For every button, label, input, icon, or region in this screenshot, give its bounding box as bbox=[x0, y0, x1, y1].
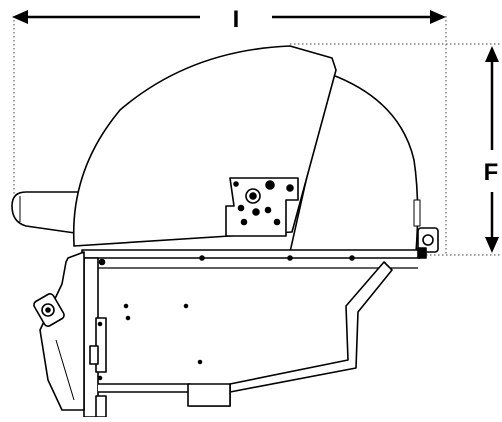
control-panel bbox=[33, 251, 85, 411]
dimension-guides bbox=[13, 16, 502, 256]
height-arrowhead-bottom bbox=[485, 237, 499, 253]
width-arrowhead-left bbox=[12, 10, 28, 24]
width-label: I bbox=[233, 6, 240, 33]
height-arrowhead-top bbox=[485, 46, 499, 62]
width-arrowhead-right bbox=[430, 10, 446, 24]
height-label: F bbox=[484, 159, 499, 186]
lid-edge bbox=[291, 69, 337, 233]
lid-handle bbox=[11, 191, 83, 235]
side-strut bbox=[229, 261, 393, 393]
hinge-plate bbox=[225, 177, 299, 237]
rear-bracket bbox=[413, 199, 439, 253]
grill-drawing bbox=[11, 45, 439, 418]
firebox bbox=[81, 247, 427, 269]
width-dimension: I bbox=[12, 6, 446, 33]
height-dimension: F bbox=[484, 46, 499, 253]
lower-brackets bbox=[89, 317, 107, 418]
